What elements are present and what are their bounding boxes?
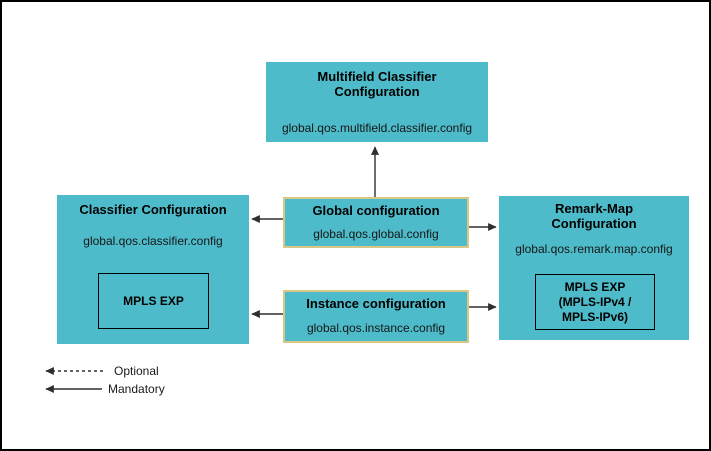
classifier-mpls-exp-label: MPLS EXP (123, 293, 184, 308)
global-config-box: Global configuration global.qos.global.c… (283, 197, 469, 248)
remark-map-path: global.qos.remark.map.config (515, 242, 673, 256)
multifield-classifier-title: Multifield Classifier Configuration (317, 69, 437, 99)
remark-map-mpls-exp-box: MPLS EXP (MPLS-IPv4 / MPLS-IPv6) (535, 274, 655, 330)
multifield-classifier-config-box: Multifield Classifier Configuration glob… (266, 62, 488, 142)
remark-map-title: Remark-Map Configuration (551, 201, 637, 231)
multifield-classifier-path: global.qos.multifield.classifier.config (281, 121, 473, 135)
classifier-config-box: Classifier Configuration global.qos.clas… (57, 195, 249, 344)
classifier-path: global.qos.classifier.config (83, 234, 223, 248)
instance-config-box: Instance configuration global.qos.instan… (283, 290, 469, 343)
global-config-title: Global configuration (312, 203, 440, 218)
classifier-title: Classifier Configuration (79, 202, 227, 217)
instance-config-path: global.qos.instance.config (306, 321, 446, 335)
instance-config-title: Instance configuration (306, 296, 446, 311)
classifier-mpls-exp-box: MPLS EXP (98, 273, 209, 329)
remark-map-mpls-exp-label: MPLS EXP (MPLS-IPv4 / MPLS-IPv6) (558, 279, 632, 324)
legend-mandatory-label: Mandatory (108, 382, 165, 396)
remark-map-config-box: Remark-Map Configuration global.qos.rema… (499, 196, 689, 340)
legend-optional-label: Optional (114, 364, 159, 378)
global-config-path: global.qos.global.config (313, 227, 439, 241)
